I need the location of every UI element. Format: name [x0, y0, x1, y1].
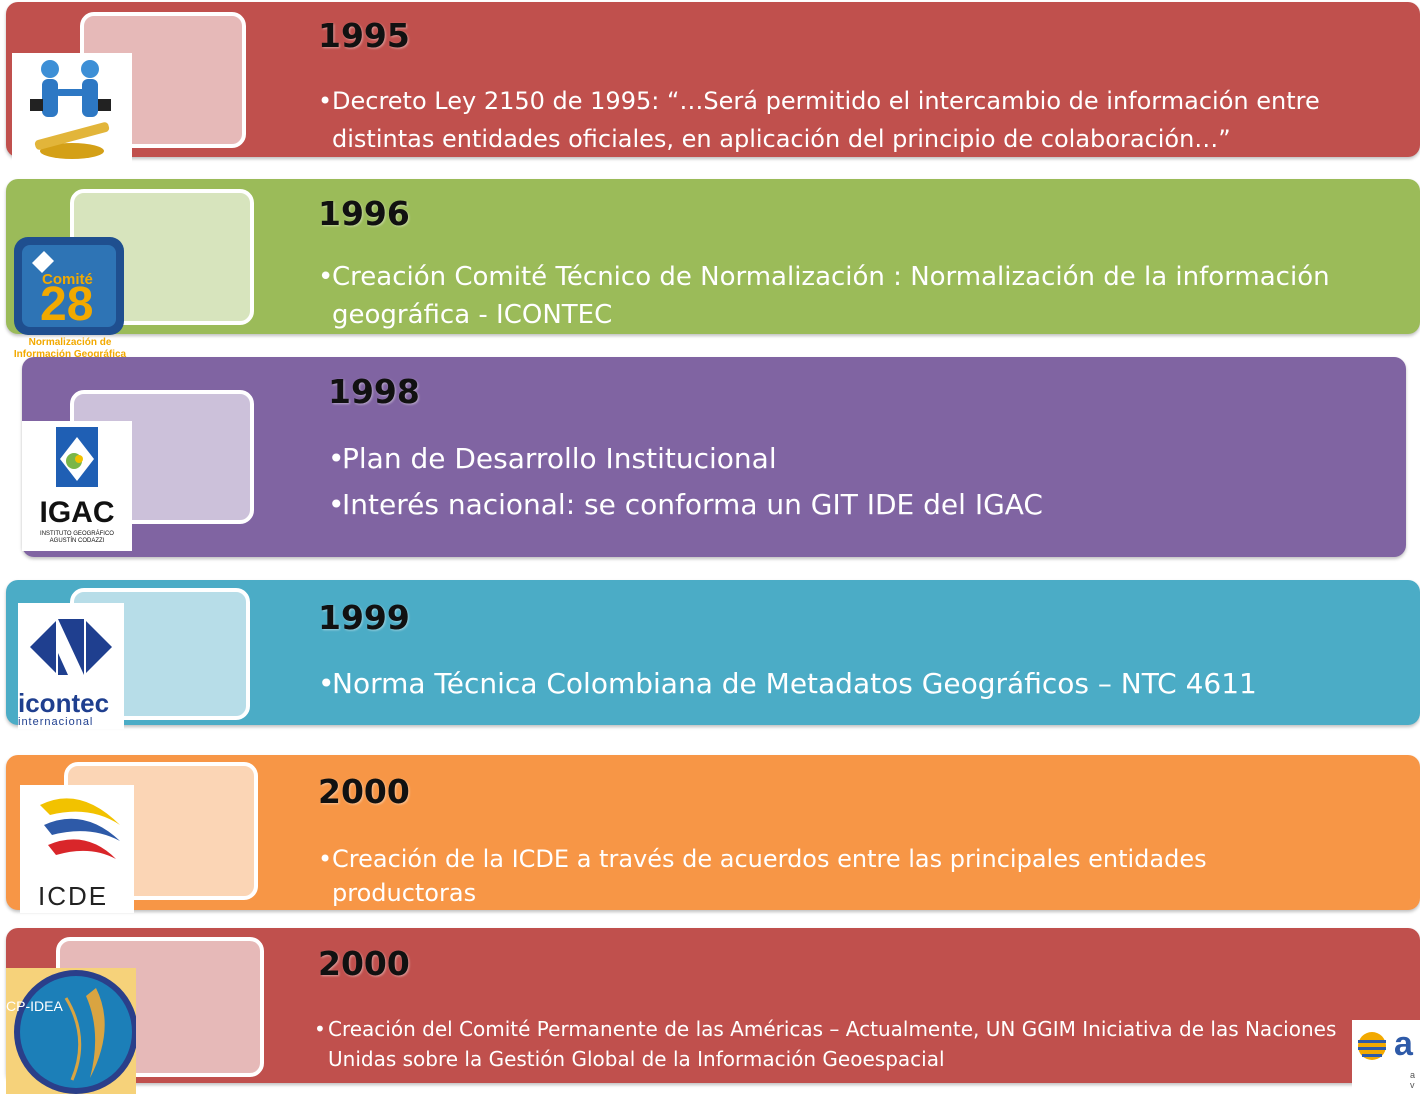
handshake-icon — [12, 53, 132, 173]
icontec-logo: icontec internacional — [18, 603, 124, 729]
bullet-list: Creación del Comité Permanente de las Am… — [314, 1014, 1344, 1074]
icontec-caption: internacional — [18, 716, 94, 728]
igac-logo: IGAC INSTITUTO GEOGRÁFICO AGUSTÍN CODAZZ… — [22, 421, 132, 551]
bullet-item: Norma Técnica Colombiana de Metadatos Ge… — [318, 664, 1408, 704]
comite-28-logo: Comité 28 Normalización de Información G… — [10, 235, 130, 365]
bullet-list: Norma Técnica Colombiana de Metadatos Ge… — [318, 664, 1408, 704]
corner-small-2: v — [1410, 1080, 1415, 1090]
corner-globe-logo: a a v — [1352, 1020, 1420, 1094]
icontec-name: icontec — [18, 688, 110, 718]
comite-label: Comité — [42, 271, 93, 288]
igac-name: IGAC — [39, 496, 115, 529]
bullet-item: Creación del Comité Permanente de las Am… — [314, 1014, 1344, 1074]
icde-logo: ICDE — [20, 785, 134, 913]
bullet-list: Creación Comité Técnico de Normalización… — [318, 258, 1358, 334]
corner-letter: a — [1394, 1025, 1413, 1063]
cp-idea-logo: CP-IDEA — [6, 968, 136, 1094]
bullet-item: Interés nacional: se conforma un GIT IDE… — [328, 482, 1388, 528]
cp-idea-name: CP-IDEA — [6, 998, 63, 1014]
year-label: 1998 — [328, 372, 420, 411]
bullet-list: Creación de la ICDE a través de acuerdos… — [318, 842, 1318, 910]
comite-number: 28 — [40, 278, 94, 331]
igac-caption-1: INSTITUTO GEOGRÁFICO — [40, 531, 114, 537]
bullet-list: Decreto Ley 2150 de 1995: “…Será permiti… — [318, 82, 1408, 158]
year-label: 2000 — [318, 772, 410, 811]
bullet-item: Decreto Ley 2150 de 1995: “…Será permiti… — [318, 82, 1408, 158]
corner-small-1: a — [1410, 1070, 1416, 1080]
bullet-item: Creación de la ICDE a través de acuerdos… — [318, 842, 1318, 910]
icde-name: ICDE — [38, 881, 109, 911]
bullet-list: Plan de Desarrollo Institucional Interés… — [328, 436, 1388, 528]
year-label: 2000 — [318, 944, 410, 983]
bullet-item: Plan de Desarrollo Institucional — [328, 436, 1388, 482]
bullet-item: Creación Comité Técnico de Normalización… — [318, 258, 1358, 334]
year-label: 1999 — [318, 598, 410, 637]
year-label: 1996 — [318, 194, 410, 233]
comite-caption: Normalización de Información Geográfica — [13, 337, 127, 360]
year-label: 1995 — [318, 16, 410, 55]
igac-caption-2: AGUSTÍN CODAZZI — [49, 538, 105, 544]
